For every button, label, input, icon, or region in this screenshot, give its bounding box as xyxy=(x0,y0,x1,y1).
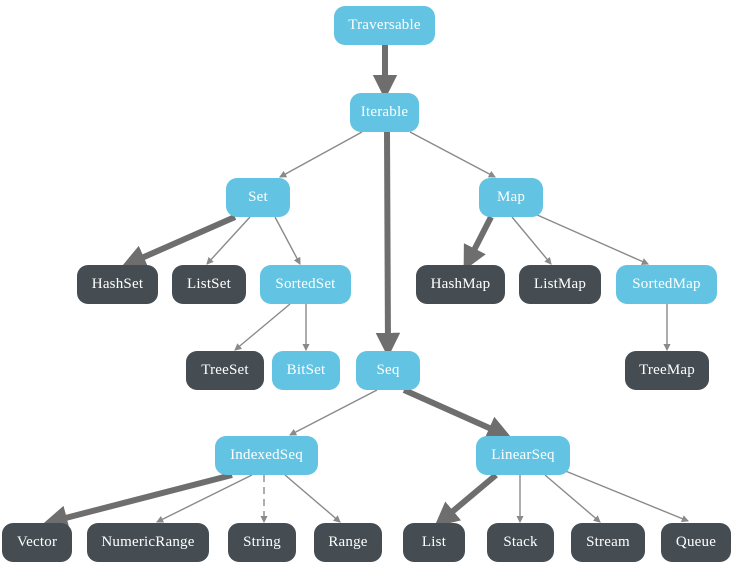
node-label-numericrange: NumericRange xyxy=(101,534,195,550)
node-treemap[interactable]: TreeMap xyxy=(625,351,709,390)
node-label-sortedset: SortedSet xyxy=(275,276,336,292)
edge-seq-to-linearseq xyxy=(402,387,512,440)
edge-map-to-listmap xyxy=(511,216,552,265)
node-treeset[interactable]: TreeSet xyxy=(186,351,264,390)
edge-linearseq-to-queue xyxy=(562,469,690,523)
node-label-vector: Vector xyxy=(16,534,58,550)
node-seq[interactable]: Seq xyxy=(356,351,420,390)
node-string[interactable]: String xyxy=(228,523,296,562)
node-stack[interactable]: Stack xyxy=(487,523,554,562)
node-label-stream: Stream xyxy=(586,534,630,550)
edge-seq-to-indexedseq xyxy=(289,389,378,436)
node-label-listmap: ListMap xyxy=(533,276,587,292)
node-sortedmap[interactable]: SortedMap xyxy=(616,265,717,304)
edge-linearseq-to-stream xyxy=(544,474,601,523)
node-label-seq: Seq xyxy=(376,362,400,378)
edge-iterable-to-set xyxy=(279,131,363,178)
node-label-listset: ListSet xyxy=(187,276,231,292)
node-sortedset[interactable]: SortedSet xyxy=(260,265,351,304)
node-listset[interactable]: ListSet xyxy=(172,265,246,304)
node-list[interactable]: List xyxy=(403,523,465,562)
node-label-bitset: BitSet xyxy=(286,362,326,378)
node-stream[interactable]: Stream xyxy=(571,523,645,562)
edges-group xyxy=(42,45,690,530)
node-label-hashset: HashSet xyxy=(91,276,144,292)
node-label-traversable: Traversable xyxy=(348,17,421,33)
node-numericrange[interactable]: NumericRange xyxy=(87,523,209,562)
node-label-iterable: Iterable xyxy=(360,104,409,120)
edge-set-to-listset xyxy=(206,216,251,265)
node-label-string: String xyxy=(243,534,281,550)
node-linearseq[interactable]: LinearSeq xyxy=(476,436,570,475)
node-label-treemap: TreeMap xyxy=(639,362,695,378)
node-label-queue: Queue xyxy=(675,534,717,550)
edge-sortedset-to-treeset xyxy=(234,303,291,351)
edge-indexedseq-to-numericrange xyxy=(156,474,253,523)
node-label-sortedmap: SortedMap xyxy=(632,276,701,292)
node-hashset[interactable]: HashSet xyxy=(77,265,158,304)
node-label-linearseq: LinearSeq xyxy=(491,447,555,463)
node-traversable[interactable]: Traversable xyxy=(334,6,435,45)
edge-iterable-to-seq xyxy=(375,131,401,358)
edge-set-to-sortedset xyxy=(274,216,301,265)
node-listmap[interactable]: ListMap xyxy=(519,265,601,304)
edge-indexedseq-to-vector xyxy=(42,472,233,530)
node-hashmap[interactable]: HashMap xyxy=(416,265,505,304)
node-vector[interactable]: Vector xyxy=(2,523,72,562)
node-label-indexedseq: IndexedSeq xyxy=(230,447,303,463)
edge-indexedseq-to-range xyxy=(284,474,341,523)
edge-linearseq-to-list xyxy=(434,472,498,527)
edge-set-to-hashset xyxy=(121,214,237,269)
node-bitset[interactable]: BitSet xyxy=(272,351,340,390)
node-queue[interactable]: Queue xyxy=(661,523,731,562)
node-label-range: Range xyxy=(328,534,368,550)
node-set[interactable]: Set xyxy=(226,178,290,217)
node-label-treeset: TreeSet xyxy=(201,362,249,378)
node-indexedseq[interactable]: IndexedSeq xyxy=(215,436,318,475)
node-range[interactable]: Range xyxy=(314,523,382,562)
node-label-stack: Stack xyxy=(503,534,538,550)
edge-iterable-to-map xyxy=(409,131,496,178)
node-map[interactable]: Map xyxy=(479,178,543,217)
edge-map-to-sortedmap xyxy=(534,213,649,265)
node-label-set: Set xyxy=(248,189,268,205)
node-label-list: List xyxy=(421,534,447,550)
node-label-hashmap: HashMap xyxy=(430,276,491,292)
edge-map-to-hashmap xyxy=(463,215,494,271)
node-iterable[interactable]: Iterable xyxy=(350,93,419,132)
node-label-map: Map xyxy=(496,189,526,205)
